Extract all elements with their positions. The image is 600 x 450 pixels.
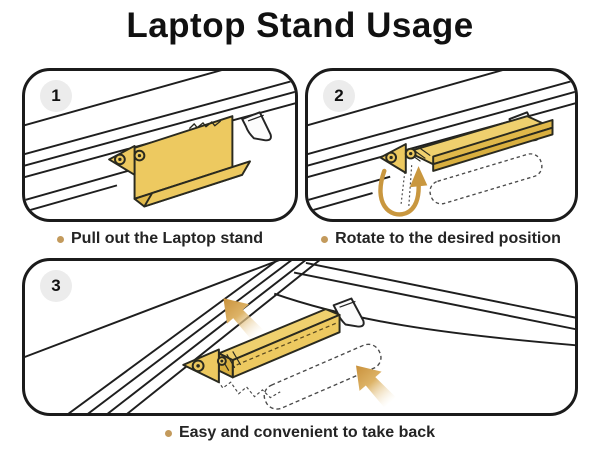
illustration-rotate [308,71,575,217]
step-panel-3: 3 [22,258,578,416]
dashed-previous-position [214,343,382,410]
step-panel-2: 2 [305,68,578,222]
hook-drawing [241,111,272,142]
laptop-stand-drawing [182,308,341,384]
step-number-badge-1: 1 [40,80,72,112]
dashed-previous-position [400,153,543,208]
step-caption-3: Easy and convenient to take back [0,420,600,446]
laptop-stand-drawing [379,115,554,174]
step-caption-3-text: Easy and convenient to take back [178,424,436,441]
illustration-pull-out [25,71,295,213]
desk-drawing [25,261,575,413]
push-arrow-icon [223,298,397,408]
desk-drawing [308,71,575,213]
step-caption-1-text: Pull out the Laptop stand [71,230,263,247]
page-title: Laptop Stand Usage [126,6,474,45]
step-panel-1: 1 [22,68,298,222]
bullet-icon [164,429,172,437]
bullet-icon [57,235,64,243]
laptop-stand-drawing [108,115,251,208]
bullet-icon [321,235,329,243]
step-caption-1: Pull out the Laptop stand [22,226,298,252]
step-caption-2: Rotate to the desired position [300,226,582,252]
illustration-take-back [25,261,575,413]
step-caption-2-text: Rotate to the desired position [335,230,561,247]
step-number-badge-3: 3 [40,270,72,302]
rotation-arrow-icon [378,166,428,217]
step-number-badge-2: 2 [323,80,355,112]
